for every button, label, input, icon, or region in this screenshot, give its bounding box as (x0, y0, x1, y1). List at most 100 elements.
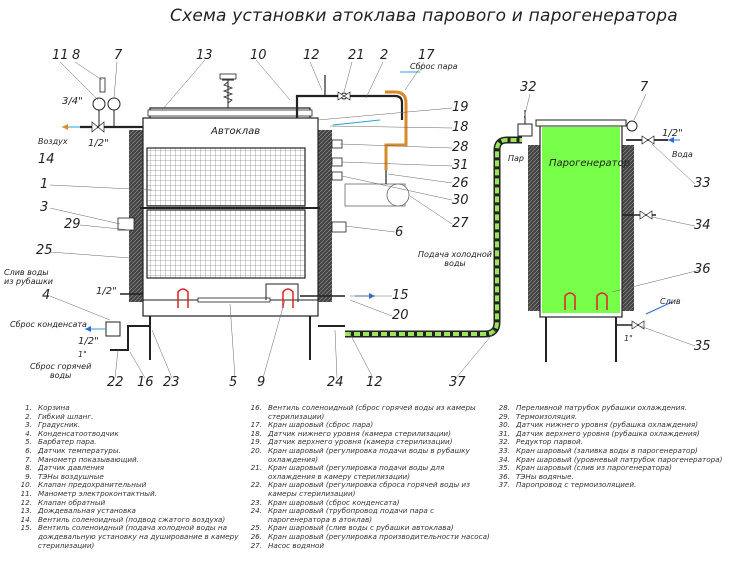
legend-item: 34.Кран шаровый (уровневый патрубок паро… (496, 454, 732, 465)
steam-release-piping (295, 71, 420, 170)
legend-item: 24.Кран шаровый (трубопровод подачи пара… (248, 506, 492, 524)
callout-34: 34 (694, 218, 711, 233)
callout-29: 29 (64, 217, 81, 232)
legend-item: 7.Манометр показывающий. (18, 455, 246, 465)
leader-lines (49, 59, 701, 379)
legend-item-number: 31. (498, 428, 510, 438)
callout-18: 18 (452, 120, 469, 135)
callout-36: 36 (694, 262, 711, 277)
steam-label: Пар (508, 154, 524, 163)
steam-release-label: Сброс пара (410, 62, 458, 71)
callout-4: 4 (42, 288, 51, 303)
callout-21: 21 (348, 48, 365, 63)
legend-item: 26. Кран шаровый (регулировка производите… (248, 531, 492, 542)
callout-30: 30 (452, 193, 469, 208)
size-12-water-label: 1/2" (662, 128, 683, 139)
legend-item: 18.Датчик нижнего уровня (камера стерили… (248, 428, 492, 439)
legend-item: 20.Кран шаровый (регулировка подачи воды… (248, 446, 492, 464)
legend-item-number: 28. (498, 403, 510, 412)
legend-item: 21.Кран шаровый (регулировка подачи воды… (248, 463, 492, 481)
legend-item-number: 35. (498, 463, 510, 473)
legend-item-text: Кран шаровый (регулировка производительн… (268, 531, 490, 541)
legend-item: 33.Кран шаровый (заливка воды в парогене… (496, 445, 732, 456)
legend-item-number: 8. (25, 463, 32, 473)
basket-upper (146, 147, 306, 207)
legend-item-text: Гибкий шланг. (38, 411, 94, 421)
size-1-left-label: 1" (78, 350, 87, 359)
steam-generator (517, 110, 680, 362)
legend-item-number: 30. (498, 420, 510, 430)
legend-item-text: Клапан обратный (38, 497, 106, 507)
callout-1: 1 (40, 177, 49, 192)
water-heater-right (596, 292, 608, 310)
generator-water (542, 127, 620, 313)
legend-item-number: 1. (25, 403, 32, 412)
callout-33: 33 (694, 176, 711, 191)
callout-7b: 7 (640, 80, 649, 95)
legend-item-number: 10. (20, 480, 32, 490)
legend-item: 8.Датчик давления (18, 464, 246, 473)
callout-7a: 7 (114, 48, 123, 63)
legend-item: 37.Паропровод с термоизоляцией. (496, 481, 732, 490)
legend-item-number: 34. (498, 454, 510, 464)
legend-item-text: Датчик нижнего уровня (рубашка охлаждени… (516, 420, 699, 430)
pressure-gauge-icon (92, 97, 106, 111)
callout-5: 5 (229, 375, 238, 390)
legend-item-text: Конденсатоотводчик (38, 428, 119, 438)
legend-item: 4. Конденсатоотводчик (18, 428, 246, 439)
legend-item-number: 2. (25, 411, 32, 421)
legend-item: 14.Вентиль соленоидный (подвод сжатого в… (18, 514, 246, 525)
legend-item-text: Датчик температуры. (38, 445, 121, 455)
legend-item: 27.Насос водяной (248, 541, 492, 551)
legend-item-number: 36. (498, 471, 510, 481)
legend-item-text: Манометр электроконтактный. (38, 488, 157, 498)
callout-27: 27 (452, 216, 469, 231)
air-heater-right (282, 288, 294, 308)
legend-item-text: Кран шаровый (слив воды с рубашки автокл… (268, 523, 454, 533)
legend-item: 10.Клапан предохранительный (18, 481, 246, 490)
legend-item-number: 29. (498, 411, 510, 421)
legend-item: 6.Датчик температуры. (18, 445, 246, 456)
legend-item-number: 18. (250, 428, 262, 438)
legend-item: 12.Клапан обратный (18, 497, 246, 508)
legend-item-text: ТЭНы воздушные (38, 471, 104, 481)
legend-item-number: 26. (250, 531, 262, 541)
size-12-cond-label: 1/2" (78, 336, 99, 347)
legend-item-text: Переливной патрубок рубашки охлаждения. (516, 403, 687, 412)
legend-item-number: 33. (498, 445, 510, 455)
callout-26: 26 (452, 176, 469, 191)
legend-item-text: ТЭНы водяные. (516, 471, 574, 481)
legend-item-text: Редуктор парвой. (516, 437, 584, 447)
legend-item: 22.Кран шаровый (регулировка сброса горя… (248, 480, 492, 498)
drain-label: Слив (660, 297, 681, 306)
callout-22: 22 (107, 375, 124, 390)
callout-31: 31 (452, 158, 469, 173)
legend-item-text: Кран шаровый (регулировка подачи воды дл… (268, 463, 445, 481)
callout-32: 32 (520, 80, 537, 95)
legend-item-number: 5. (25, 437, 32, 447)
legend-item-number: 4. (25, 428, 32, 438)
callout-13: 13 (196, 48, 213, 63)
legend-item-number: 14. (20, 514, 32, 524)
legend-item-number: 32. (498, 437, 510, 447)
steam-generator-label: Парогенератор (549, 158, 630, 169)
legend-item: 19.Датчик верхнего уровня (камера стерил… (248, 438, 492, 447)
legend-item-text: Кран шаровый (слив из парогенератора) (516, 463, 672, 473)
legend-item-number: 24. (250, 506, 262, 516)
autoclave-label: Автоклав (211, 126, 261, 137)
water-label: Вода (672, 150, 693, 159)
legend-item: 28. Переливной патрубок рубашки охлаждени… (496, 403, 732, 413)
callout-10: 10 (250, 48, 267, 63)
legend-item-text: Корзина (38, 403, 70, 412)
callout-12a: 12 (303, 48, 320, 63)
callout-9: 9 (257, 375, 266, 390)
legend-item: 2. Гибкий шланг. (18, 411, 246, 422)
legend-item-number: 22. (250, 480, 262, 490)
legend-item-number: 23. (250, 497, 262, 507)
legend-item-number: 9. (25, 471, 32, 481)
legend-item: 36. ТЭНы водяные. (496, 471, 732, 482)
legend-item-text: Кран шаровый (сброс конденсата) (268, 497, 400, 507)
water-pump (344, 170, 410, 207)
callout-23: 23 (163, 375, 180, 390)
